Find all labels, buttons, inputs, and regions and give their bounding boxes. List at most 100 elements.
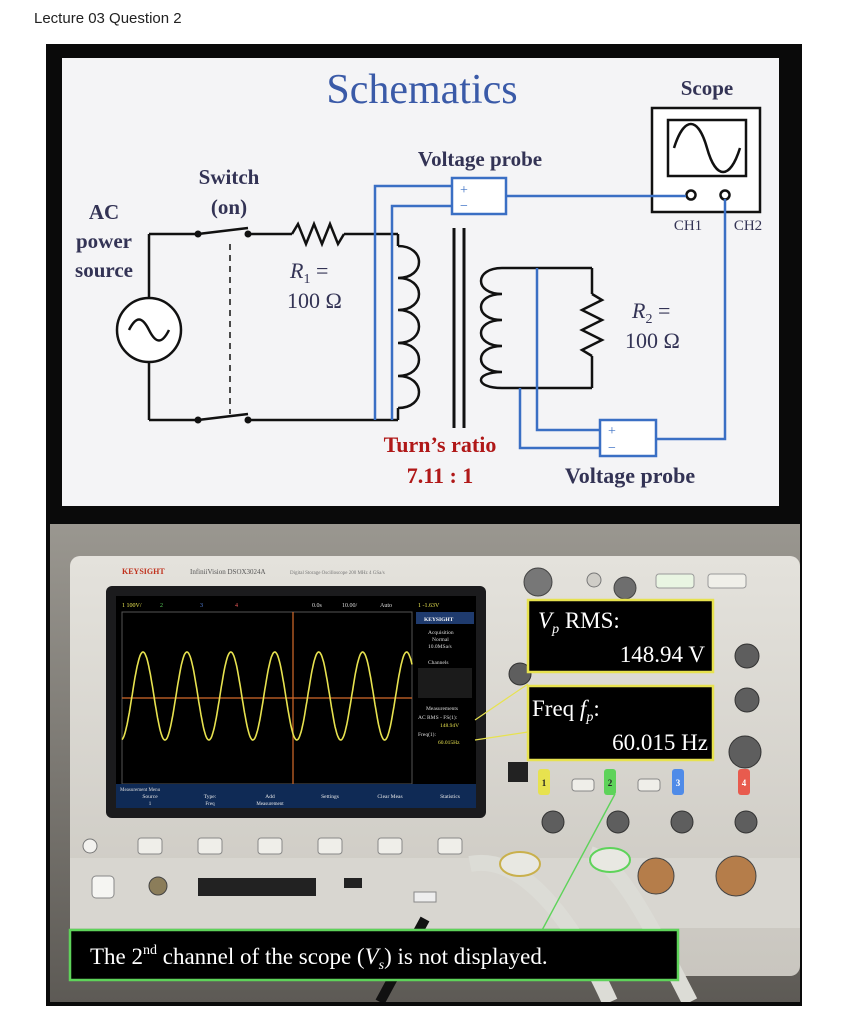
ch4-button[interactable] [738,769,750,795]
r2-value: 100 Ω [625,328,680,353]
module-slot [198,878,316,896]
ch4-scale-knob[interactable] [734,810,758,834]
softkey-label-5: Statistics [440,794,460,800]
model-label: InfiniiVision DSOX3024A [190,568,266,576]
run-stop-button[interactable] [655,573,695,589]
ch3-button[interactable] [672,769,684,795]
turns-ratio-value: 7.11 : 1 [407,463,474,488]
probe-top-label: Voltage probe [418,147,542,171]
status-ch3: 3 [200,603,203,609]
status-div: 10.00/ [342,603,358,609]
math-button[interactable] [637,778,661,792]
ch1-scale-knob[interactable] [541,810,565,834]
screen-side-panel: KEYSIGHT Acquisition Normal 10.0MSa/s Ch… [416,612,474,746]
softkey-sublabel-0: 1 [149,802,152,807]
ac-sine-icon [127,318,171,342]
single-button[interactable] [707,573,747,589]
softkey-sublabel-1: Freq [205,802,215,807]
ch2-note-box [68,928,680,982]
screen-status-bar: 1 100V/ 2 3 4 0.0s 10.00/ Auto 1 -1.63V [122,603,440,609]
ch1-terminal [685,189,697,201]
probe-top-minus: − [460,199,468,214]
meas2-label: Freq(1): [418,731,436,738]
switch-contact-4 [244,416,252,424]
freq-callout-value: 60.015 Hz [612,730,708,755]
ch3-button-label: 3 [676,778,681,788]
source-label-1: AC [89,200,119,224]
secondary-circuit [479,266,605,390]
softkey-button-2[interactable] [257,837,283,855]
cursor-knob[interactable] [734,687,760,713]
front-softkey-buttons [137,837,463,855]
status-ch2: 2 [160,603,163,609]
callout-line-vp [474,683,529,721]
ch1-button[interactable] [538,769,550,795]
schematic-diagram: Schematics Scope CH1 CH2 Switch (on) AC … [75,67,762,488]
softkey-label-0: Source [142,794,158,800]
channels-table [418,668,472,698]
usb-port [344,878,362,888]
status-auto: Auto [380,603,392,609]
schematic-panel: Schematics Scope CH1 CH2 Switch (on) AC … [62,58,779,506]
switch-contact-1 [194,230,202,238]
callout-line-ch2 [539,793,616,935]
brand-label: KEYSIGHT [122,567,165,576]
channels-title: Channels [428,660,448,666]
switch-label: Switch [199,165,260,189]
entry-knob[interactable] [508,662,532,686]
acq-mode: Normal [432,637,449,643]
switch-contact-3 [194,416,202,424]
ch3-bnc [637,857,675,895]
side-brand-bg [416,612,474,624]
ch2-scale-knob[interactable] [606,810,630,834]
softkey-menu-bar [116,784,476,808]
switch-contact-2 [244,230,252,238]
scope-sine-icon [672,123,742,173]
navigate-knob[interactable] [613,576,637,600]
probe-tip-1 [499,851,541,877]
softkey-label-4: Clear Meas [377,794,402,800]
schematic-title: Schematics [326,67,517,113]
softkey-label-3: Settings [321,794,339,800]
softkey-button-5[interactable] [437,837,463,855]
turns-ratio-label: Turn’s ratio [384,432,497,457]
measure-title: Measurements [426,706,458,712]
vertical-knob[interactable] [728,735,762,769]
vp-callout-value: 148.94 V [620,642,706,667]
softkey-button-1[interactable] [197,837,223,855]
trigger-level-knob[interactable] [734,643,760,669]
ch1-waveform [121,651,413,741]
softkey-button-0[interactable] [137,837,163,855]
bnc-aux [148,876,168,896]
r1-value: 100 Ω [287,288,342,313]
r1-label: R1 = [289,258,328,287]
help-button[interactable] [82,838,98,854]
meas1-label: AC RMS - FS(1): [418,714,458,721]
ch3-scale-knob[interactable] [670,810,694,834]
meas1-value: 148.94V [440,723,459,729]
switch-state-label: (on) [211,195,247,219]
softkey-label-1: Type: [204,794,217,800]
softkey-button-3[interactable] [317,837,343,855]
ch2-terminal [719,189,731,201]
menu-title: Measurement Menu [120,788,161,793]
ch2-button[interactable] [604,769,616,795]
primary-circuit [147,220,421,422]
ch2-button-label: 2 [608,778,613,788]
ch4-button-label: 4 [742,778,747,788]
probe-wiring [373,184,727,450]
scope-screen-display [116,596,476,808]
zoom-button[interactable] [586,572,602,588]
source-label-2: power [76,229,132,253]
horizontal-knob[interactable] [523,567,553,597]
ch1-label: CH1 [674,218,702,234]
status-ch1: 1 100V/ [122,603,142,609]
status-time: 0.0s [312,603,323,609]
softkey-button-4[interactable] [377,837,403,855]
power-button[interactable] [91,875,115,899]
freq-callout-label: Freq fp: [532,696,600,725]
label-button[interactable] [571,778,595,792]
qr-code [508,762,528,782]
freq-callout-box [526,684,715,762]
oscilloscope-illustration: KEYSIGHT InfiniiVision DSOX3024A Digital… [50,524,800,1002]
